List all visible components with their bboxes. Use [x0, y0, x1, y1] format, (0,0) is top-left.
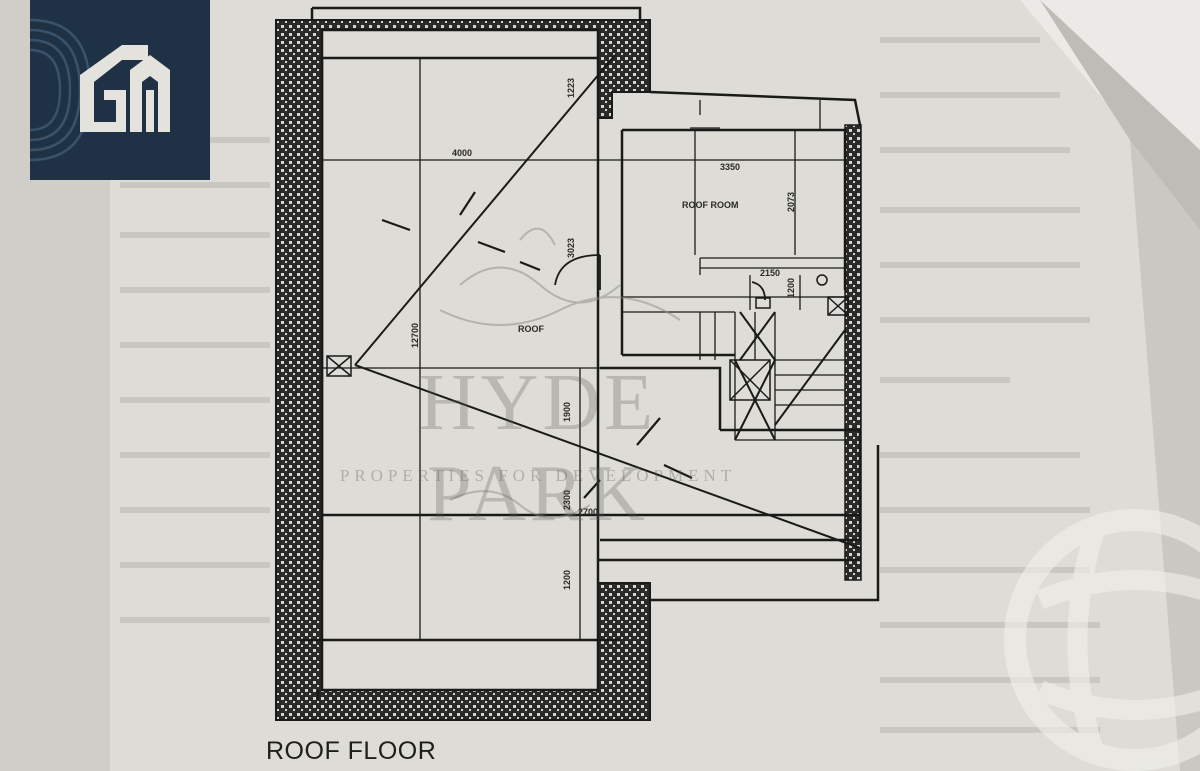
- ornament-watermark: [439, 227, 681, 519]
- dim-lower-height: 2300: [562, 489, 572, 510]
- dim-roof-room-width: 3350: [720, 162, 741, 172]
- globe-watermark-icon: [1004, 509, 1200, 771]
- gm-brand-logo-icon: [30, 18, 170, 162]
- watermark-subtitle: PROPERTIES FOR DEVELOPMENT: [339, 466, 737, 485]
- dim-top-height: 1223: [566, 77, 576, 98]
- dim-wc-height: 1200: [786, 277, 796, 298]
- dim-lower-width: 2700: [578, 507, 599, 517]
- dim-center-height: 1900: [562, 401, 572, 422]
- dim-middle-height: 3023: [566, 237, 576, 258]
- roof-label: ROOF: [518, 324, 544, 334]
- dim-roof-width: 4000: [452, 148, 473, 158]
- dim-room-height: 2073: [786, 191, 796, 212]
- roof-floor-plan: [275, 6, 880, 721]
- background-text-lines: [120, 37, 1100, 733]
- roof-room-label: ROOF ROOM: [682, 200, 739, 210]
- dim-bath-width: 2150: [760, 268, 781, 278]
- brand-logo-tile: [30, 0, 210, 180]
- dim-left-height: 12700: [410, 322, 420, 348]
- dim-bottom-height: 1200: [562, 569, 572, 590]
- plan-caption: ROOF FLOOR: [266, 737, 437, 765]
- watermark-title: HYDE PARK: [418, 359, 658, 538]
